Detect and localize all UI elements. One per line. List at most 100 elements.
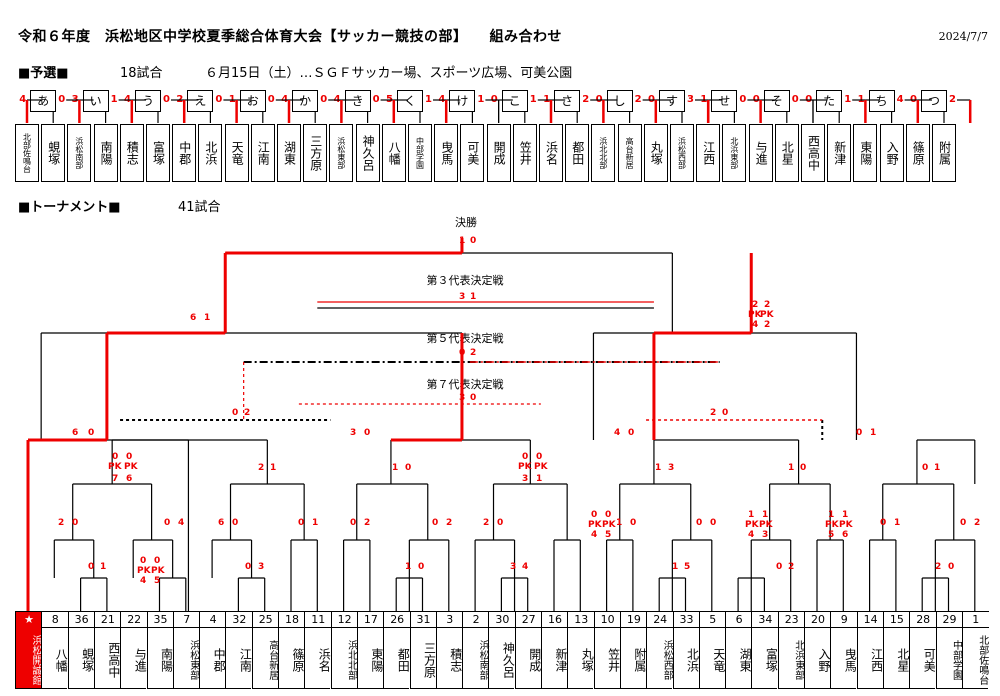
score: 2 xyxy=(446,518,453,528)
score: 0 xyxy=(126,452,133,462)
score: PK xyxy=(108,462,122,472)
score: PK xyxy=(748,310,762,320)
score: 5 xyxy=(684,562,691,572)
prelim-team: 江西 xyxy=(696,124,721,182)
score: 4 xyxy=(752,320,759,330)
seventh-label: 第７代表決定戦 xyxy=(426,378,504,391)
seed-number: 34 xyxy=(751,611,779,628)
score: 0 xyxy=(154,556,161,566)
score: 1 xyxy=(842,510,849,520)
final-label: 決勝 xyxy=(455,216,477,229)
tournament-team: 浜松開誠館 xyxy=(15,627,41,689)
prelim-team: 新津 xyxy=(827,124,852,182)
score: 4 xyxy=(522,562,529,572)
prelim-team: 篠原 xyxy=(905,124,930,182)
champion-star: ★ xyxy=(15,611,42,628)
score: 3 xyxy=(510,562,517,572)
seed-number: 6 xyxy=(725,611,753,628)
pool-label: そ xyxy=(763,90,790,112)
score: PK xyxy=(839,520,853,530)
score: 0 xyxy=(710,518,717,528)
prelim-count: 18試合 xyxy=(120,66,163,81)
pool-score-right: 0 xyxy=(320,94,328,105)
tournament-team: 丸塚 xyxy=(567,627,594,689)
score: 0 xyxy=(960,518,967,528)
score: 0 xyxy=(72,518,79,528)
tournament-team: 浜北北部 xyxy=(330,627,357,689)
seed-number: 32 xyxy=(225,611,253,628)
seed-number: 16 xyxy=(541,611,568,628)
final-score-right: 0 xyxy=(470,236,477,246)
score: 1 xyxy=(788,463,795,473)
seed-number: 31 xyxy=(409,611,437,628)
seed-number: 26 xyxy=(383,611,411,628)
score: 0 xyxy=(88,562,95,572)
date: 2024/7/7 xyxy=(938,30,988,43)
pool-score-right: 0 xyxy=(267,94,275,105)
score: 0 xyxy=(591,510,598,520)
prelim-team: 神久呂 xyxy=(355,124,380,182)
score: 2 xyxy=(764,300,771,310)
tournament-team: 八幡 xyxy=(41,627,68,689)
pool-score-right: 1 xyxy=(425,94,432,105)
score: 1 xyxy=(270,463,277,473)
score: 6 xyxy=(126,474,133,484)
fifth-score-right: 2 xyxy=(470,348,477,358)
score: 0 xyxy=(245,562,252,572)
score: 4 xyxy=(614,428,621,438)
seed-number: 4 xyxy=(199,611,227,628)
score: 1 xyxy=(204,313,211,323)
score: 3 xyxy=(350,428,357,438)
tournament-team: 浜松南部 xyxy=(462,627,489,689)
score: 2 xyxy=(244,408,251,418)
pool-label: さ xyxy=(554,90,581,112)
score: PK xyxy=(137,566,151,576)
tournament-team: 新津 xyxy=(541,627,568,689)
seed-number: 30 xyxy=(488,611,516,628)
prelim-team: 中郡 xyxy=(172,124,197,182)
prelim-team: 笠井 xyxy=(512,124,537,182)
tournament-team: 笠井 xyxy=(593,627,621,689)
score: 0 xyxy=(536,452,543,462)
pool-label: あ xyxy=(30,90,57,112)
seed-number: 8 xyxy=(41,611,69,628)
score: PK xyxy=(602,520,616,530)
tournament-team: 天竜 xyxy=(698,627,726,689)
pool-label: い xyxy=(82,90,109,112)
prelim-team: 曳馬 xyxy=(434,124,459,182)
score: 5 xyxy=(154,576,161,586)
score: 2 xyxy=(710,408,717,418)
score: 0 xyxy=(405,463,412,473)
score: 2 xyxy=(364,518,371,528)
score: 0 xyxy=(696,518,703,528)
seed-number: 24 xyxy=(646,611,674,628)
score: 0 xyxy=(630,518,637,528)
prelim-team: 北浜東部 xyxy=(722,124,747,182)
prelim-team: 都田 xyxy=(565,124,590,182)
prelim-team: 南陽 xyxy=(93,124,118,182)
score: 2 xyxy=(483,518,490,528)
seed-number: 33 xyxy=(672,611,700,628)
score: 0 xyxy=(522,452,529,462)
seed-number: 21 xyxy=(93,611,121,628)
tournament-team: 与進 xyxy=(120,627,147,689)
score: 4 xyxy=(748,530,755,540)
prelim-team: 浜北北部 xyxy=(591,124,616,182)
score: PK xyxy=(518,462,532,472)
seed-number: 36 xyxy=(67,611,95,628)
score: 1 xyxy=(870,428,877,438)
score: 1 xyxy=(934,463,941,473)
pool-label: す xyxy=(659,90,685,112)
score: 3 xyxy=(258,562,265,572)
prelim-team: 江南 xyxy=(250,124,275,182)
score: 0 xyxy=(140,556,147,566)
third-score-right: 1 xyxy=(470,292,477,302)
pool-label: か xyxy=(292,90,319,112)
score: 0 xyxy=(722,408,729,418)
score: 1 xyxy=(312,518,319,528)
score: 0 xyxy=(922,463,929,473)
prelim-heading: ■予選■ xyxy=(18,66,69,81)
tournament-team: 浜松西部 xyxy=(646,627,673,689)
pool-label: き xyxy=(344,90,371,112)
